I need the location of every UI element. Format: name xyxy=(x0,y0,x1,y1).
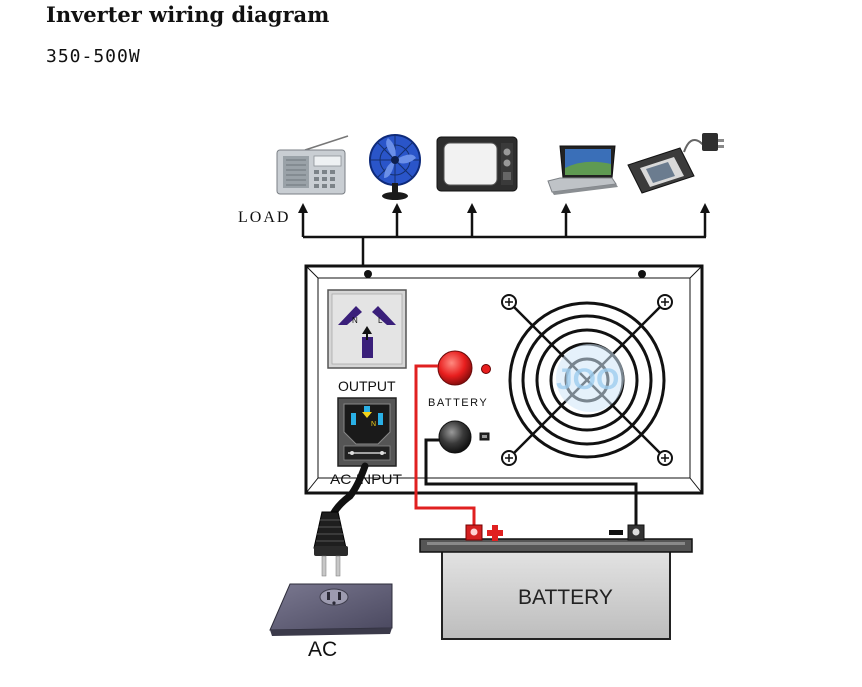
ac-input-receptacle: N xyxy=(337,397,397,467)
load-label: LOAD xyxy=(238,209,290,226)
socket-letter-l: L xyxy=(378,316,383,325)
laptop-icon xyxy=(547,145,618,195)
fan-icon xyxy=(369,134,421,200)
positive-wire xyxy=(414,364,476,527)
positive-sign xyxy=(487,525,503,541)
output-label: OUTPUT xyxy=(338,378,396,394)
battery-panel-label: BATTERY xyxy=(428,397,488,409)
negative-wire xyxy=(424,438,638,527)
page-subtitle: 350-500W xyxy=(46,46,141,67)
ac-input-label: AC INPUT xyxy=(330,471,402,487)
page-title: Inverter wiring diagram xyxy=(46,2,330,27)
output-socket: N L xyxy=(327,289,407,369)
plug-letter-n: N xyxy=(371,421,376,428)
battery-label: BATTERY xyxy=(518,586,613,609)
ac-plug xyxy=(313,511,348,577)
battery xyxy=(419,524,693,640)
wall-outlet-icon xyxy=(269,583,393,636)
positive-battery-terminal-knob xyxy=(437,350,491,386)
fan-watermark-text: JOO xyxy=(556,363,619,396)
phone-charger-icon xyxy=(627,133,724,194)
negative-battery-terminal-knob xyxy=(438,420,490,454)
ac-label: AC xyxy=(308,638,337,661)
television-icon xyxy=(436,136,518,192)
negative-sign xyxy=(609,530,623,535)
radio-icon xyxy=(276,135,349,195)
fan-watermark: JOO xyxy=(556,344,624,412)
socket-letter-n: N xyxy=(352,316,358,325)
